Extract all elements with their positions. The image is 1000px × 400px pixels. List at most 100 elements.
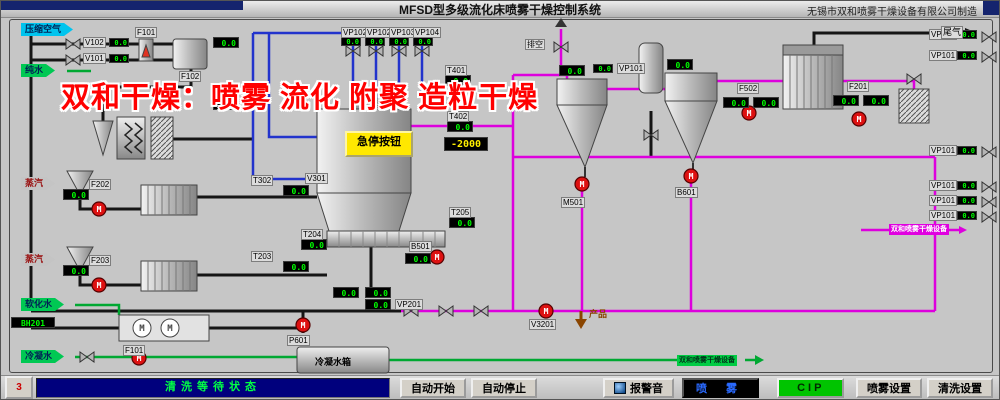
cyclone-2-top bbox=[664, 72, 718, 102]
svg-text:M: M bbox=[857, 115, 862, 124]
led-v102: 0.0 bbox=[109, 38, 129, 47]
svg-text:M: M bbox=[97, 205, 102, 214]
valve-v101[interactable] bbox=[65, 54, 81, 66]
pump-hx1[interactable]: M bbox=[91, 201, 107, 217]
tag-f102: F102 bbox=[179, 71, 202, 82]
valve-vp101-r5[interactable] bbox=[981, 196, 997, 208]
valve-v102[interactable] bbox=[65, 38, 81, 50]
led-vp102b: 0.0 bbox=[365, 37, 385, 46]
banner-bottom: 双和喷雾干燥设备 bbox=[677, 355, 737, 366]
valve-vp104[interactable] bbox=[414, 45, 430, 57]
feed-steam-1: 蒸汽 bbox=[21, 177, 55, 190]
tag-f101: F101 bbox=[135, 27, 158, 38]
clean-settings-button[interactable]: 清洗设置 bbox=[927, 377, 993, 398]
bag-filter-left-hatch bbox=[150, 116, 174, 160]
led-f502b: 0.0 bbox=[753, 97, 779, 108]
tag-vp201: VP201 bbox=[395, 299, 424, 310]
alarm-button-label: 报警音 bbox=[630, 382, 663, 395]
spray-settings-button[interactable]: 喷雾设置 bbox=[856, 377, 922, 398]
cip-button[interactable]: CIP bbox=[777, 377, 845, 398]
nav-button[interactable]: 3 bbox=[5, 376, 33, 399]
valve-vp103[interactable] bbox=[391, 45, 407, 57]
tag-f203: F203 bbox=[89, 255, 112, 266]
tag-f502: F502 bbox=[737, 83, 760, 94]
title-bar: MFSD型多级流化床喷雾干燥控制系统 无锡市双和喷雾干燥设备有限公司制造 bbox=[1, 1, 999, 18]
tag-vp101g: VP101 bbox=[929, 210, 958, 221]
led-vp101e: 0.0 bbox=[957, 181, 977, 190]
valve-vent[interactable] bbox=[553, 41, 569, 53]
led-vp101d: 0.0 bbox=[957, 146, 977, 155]
tag-f202: F202 bbox=[89, 179, 112, 190]
vent-arrow bbox=[555, 18, 567, 27]
control-bar: 3 清洗等待状态 自动开始 自动停止 报警音 喷 雾 CIP 喷雾设置 清洗设置 bbox=[1, 375, 999, 399]
valve-bottom-2[interactable] bbox=[438, 305, 454, 317]
pump-m501[interactable]: M bbox=[574, 176, 590, 192]
tag-vp101e: VP101 bbox=[929, 180, 958, 191]
valve-filter[interactable] bbox=[906, 73, 922, 85]
fluid-bed-sections bbox=[338, 231, 436, 247]
tag-m501: M501 bbox=[561, 197, 586, 208]
condenser-header bbox=[782, 44, 844, 56]
led-neg2000: -2000 bbox=[444, 137, 488, 151]
valve-vp101-r3[interactable] bbox=[981, 146, 997, 158]
led-t205: 0.0 bbox=[449, 217, 475, 228]
feed-condensate: 冷凝水 bbox=[21, 350, 64, 363]
pump-f201[interactable]: M bbox=[851, 111, 867, 127]
status-bar: 清洗等待状态 bbox=[36, 377, 390, 398]
svg-text:M: M bbox=[97, 281, 102, 290]
emergency-stop-button[interactable]: 急停按钮 bbox=[345, 131, 413, 157]
led-f102: 0.0 bbox=[213, 37, 239, 48]
pump-f502[interactable]: M bbox=[741, 105, 757, 121]
pump-v3201[interactable]: M bbox=[538, 303, 554, 319]
valve-bottom-3[interactable] bbox=[473, 305, 489, 317]
motor-m-glyph: M bbox=[167, 324, 173, 334]
feed-steam-2: 蒸汽 bbox=[21, 253, 55, 266]
feed-hopper-1 bbox=[66, 170, 94, 197]
pump-hx2[interactable]: M bbox=[91, 277, 107, 293]
valve-vp101-r4[interactable] bbox=[981, 181, 997, 193]
duplex-motor-2[interactable] bbox=[160, 318, 180, 338]
led-f202: 0.0 bbox=[63, 189, 89, 200]
heater-coil-icon bbox=[123, 122, 134, 154]
led-t204: 0.0 bbox=[301, 239, 327, 250]
valve-vp102a[interactable] bbox=[345, 45, 361, 57]
small-cyclone bbox=[92, 120, 114, 157]
auto-start-button[interactable]: 自动开始 bbox=[400, 377, 466, 398]
valves bbox=[65, 31, 997, 363]
tag-t203: T203 bbox=[251, 251, 274, 262]
alarm-sound-button[interactable]: 报警音 bbox=[603, 377, 674, 398]
led-f502a: 0.0 bbox=[723, 97, 749, 108]
led-vp201: 0.0 bbox=[365, 299, 391, 310]
tag-f201: F201 bbox=[847, 81, 870, 92]
duplex-motor-1[interactable] bbox=[132, 318, 152, 338]
spray-button[interactable]: 喷 雾 bbox=[682, 377, 760, 398]
tag-t401: T401 bbox=[445, 65, 468, 76]
valve-column[interactable] bbox=[643, 129, 659, 141]
led-t203: 0.0 bbox=[283, 261, 309, 272]
valve-vp102b[interactable] bbox=[368, 45, 384, 57]
diagram-frame bbox=[9, 19, 993, 373]
auto-stop-button[interactable]: 自动停止 bbox=[471, 377, 537, 398]
pump-b501[interactable]: M bbox=[429, 249, 445, 265]
valve-vp101-r2[interactable] bbox=[981, 51, 997, 63]
svg-text:M: M bbox=[544, 307, 549, 316]
pump-b601[interactable]: M bbox=[683, 168, 699, 184]
led-vp103: 0.0 bbox=[389, 37, 409, 46]
valve-vp101-r6[interactable] bbox=[981, 211, 997, 223]
banner-right: 双和喷雾干燥设备 bbox=[889, 224, 949, 235]
led-vp104: 0.0 bbox=[413, 37, 433, 46]
led-bottom-2: 0.0 bbox=[365, 287, 391, 298]
valve-vp101-r1[interactable] bbox=[981, 31, 997, 43]
svg-text:M: M bbox=[435, 253, 440, 262]
cyclone-1-cone bbox=[556, 104, 608, 169]
svg-text:M: M bbox=[689, 172, 694, 181]
tag-v3201: V3201 bbox=[529, 319, 557, 330]
led-f203: 0.0 bbox=[63, 265, 89, 276]
feed-compressed-air: 压缩空气 bbox=[21, 23, 73, 36]
valve-condensate[interactable] bbox=[79, 351, 95, 363]
pump-p601[interactable]: M bbox=[295, 317, 311, 333]
tag-t402: T402 bbox=[447, 111, 470, 122]
cyclone-2-cone bbox=[664, 100, 718, 165]
condensate-tank-label: 冷凝水箱 bbox=[315, 357, 352, 367]
